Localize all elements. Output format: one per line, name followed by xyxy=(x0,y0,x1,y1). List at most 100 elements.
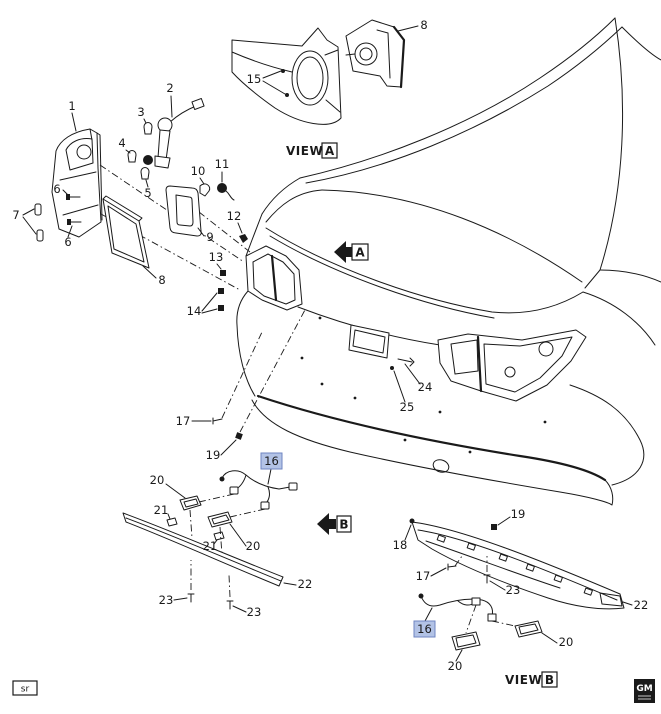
right-tail-lamp xyxy=(437,329,587,402)
view-b-harness-connector-a xyxy=(487,613,497,622)
lamp-gasket-panel-inner xyxy=(102,195,145,263)
view-b-callout-20-lower: 20 xyxy=(448,659,463,673)
clip-21-left xyxy=(166,517,178,527)
view-b-callout-18: 18 xyxy=(393,538,408,552)
hole xyxy=(318,316,322,320)
tail-lamp-assembly xyxy=(51,128,102,238)
right-tail-lamp-divider xyxy=(476,335,483,393)
view-a-arrow-letter-box xyxy=(351,243,369,261)
license-lamp-left-lens xyxy=(183,498,199,508)
view-b-harness-grommet xyxy=(418,593,424,599)
socket-harness-stem xyxy=(157,129,171,161)
hole xyxy=(438,410,442,414)
view-a-fastener-upper xyxy=(281,69,285,73)
socket-11 xyxy=(217,183,227,193)
rear-glass-molding xyxy=(305,26,623,184)
right-tail-lamp-reflector xyxy=(538,341,554,357)
view-b-letter: B xyxy=(545,673,554,687)
nut-12 xyxy=(239,234,248,243)
view-a-detail: 8 15 VIEW A xyxy=(231,18,428,159)
bumper-crease xyxy=(256,394,607,482)
view-b-harness-connector-b xyxy=(471,597,481,606)
callout-16: 16 xyxy=(264,454,279,468)
callout-11: 11 xyxy=(215,157,230,171)
scope-tag-box xyxy=(12,680,38,696)
hole xyxy=(300,356,304,360)
panel-flange xyxy=(324,49,341,113)
view-b-direction-arrow xyxy=(317,513,336,535)
footer: sr GM xyxy=(12,679,655,703)
clip-21-right xyxy=(213,531,225,541)
callout-7: 7 xyxy=(12,208,19,222)
view-a-letter-box xyxy=(321,142,338,159)
harness-connector-right xyxy=(260,501,270,510)
garnish-group-leaders xyxy=(165,468,297,613)
view-b-callout-17: 17 xyxy=(416,569,431,583)
screw-upper xyxy=(66,194,70,200)
view-a-lamp-detail xyxy=(345,29,391,79)
view-b-letter-box xyxy=(541,671,558,688)
nut-14-lower xyxy=(218,305,224,311)
scope-tag: sr xyxy=(21,685,30,695)
left-c-pillar xyxy=(261,177,323,223)
view-b-screw-23 xyxy=(483,574,491,584)
license-plate-pocket-inner xyxy=(352,329,386,354)
lamp-gasket-panel xyxy=(102,198,150,269)
nut-13 xyxy=(220,270,226,276)
bolt-24 xyxy=(397,357,415,367)
trunk-lip-lower xyxy=(269,235,495,319)
assembly-line-2 xyxy=(100,213,241,291)
view-b-nut-19 xyxy=(491,524,497,530)
view-b-callout-20-upper: 20 xyxy=(559,635,574,649)
view-b-screw-17 xyxy=(447,563,457,571)
view-b-fastener-18 xyxy=(409,518,415,524)
tail-lamp-exploded-group: 1 2 3 4 5 6 6 7 8 9 10 11 12 13 14 xyxy=(12,81,251,318)
view-a-lamp-lens-edge xyxy=(392,25,406,89)
fastener-25 xyxy=(390,366,394,370)
view-b-garnish-edges xyxy=(417,529,618,601)
callout-12: 12 xyxy=(227,209,242,223)
callout-15: 15 xyxy=(247,72,262,86)
view-b-callout-16: 16 xyxy=(417,622,432,636)
lamp-opening-inner xyxy=(296,56,324,100)
view-a-socket-inner xyxy=(359,47,373,61)
hole xyxy=(353,396,357,400)
assembly-line-19 xyxy=(239,307,307,433)
callout-4: 4 xyxy=(118,136,125,150)
socket-harness-wire xyxy=(169,105,197,123)
leader-15 xyxy=(262,70,286,95)
callout-6-upper: 6 xyxy=(53,182,60,196)
hole xyxy=(468,450,472,454)
view-b-garnish-strip xyxy=(411,521,625,610)
boss xyxy=(525,563,535,572)
lamp-group-leaders xyxy=(22,95,243,314)
bulb-socket xyxy=(143,155,153,165)
view-a-letter: A xyxy=(325,144,335,158)
socket-harness-clip xyxy=(154,155,171,169)
bumper-lower-edge xyxy=(251,399,614,506)
callout-23-left: 23 xyxy=(159,593,174,607)
socket-11-wire xyxy=(225,190,235,201)
garnish-strip-edge xyxy=(125,517,282,582)
callout-1: 1 xyxy=(68,99,75,113)
callout-22: 22 xyxy=(298,577,313,591)
view-b-callout-16-highlight xyxy=(413,620,436,638)
clip-upper xyxy=(34,203,42,216)
view-b-callout-22: 22 xyxy=(634,598,649,612)
view-b-callout-19: 19 xyxy=(511,507,526,521)
boss xyxy=(436,534,446,543)
right-tail-lamp-bulb xyxy=(504,366,516,378)
vehicle-rear-body: A 24 25 17 19 xyxy=(176,17,661,506)
callout-8: 8 xyxy=(158,273,165,287)
callout-10: 10 xyxy=(191,164,206,178)
view-a-direction-arrow xyxy=(334,241,352,263)
callout-6-lower: 6 xyxy=(64,235,71,249)
rear-glass-upper-edge xyxy=(299,17,616,179)
view-b-detail: 19 18 17 23 22 16 20 20 VIEW B xyxy=(393,507,649,688)
boss xyxy=(498,553,508,562)
harness-connector-main xyxy=(288,482,298,491)
callout-3: 3 xyxy=(137,105,144,119)
view-b-license-lamp-lower xyxy=(451,631,481,651)
gm-logo xyxy=(634,679,655,703)
bumper-reflector xyxy=(432,459,450,473)
